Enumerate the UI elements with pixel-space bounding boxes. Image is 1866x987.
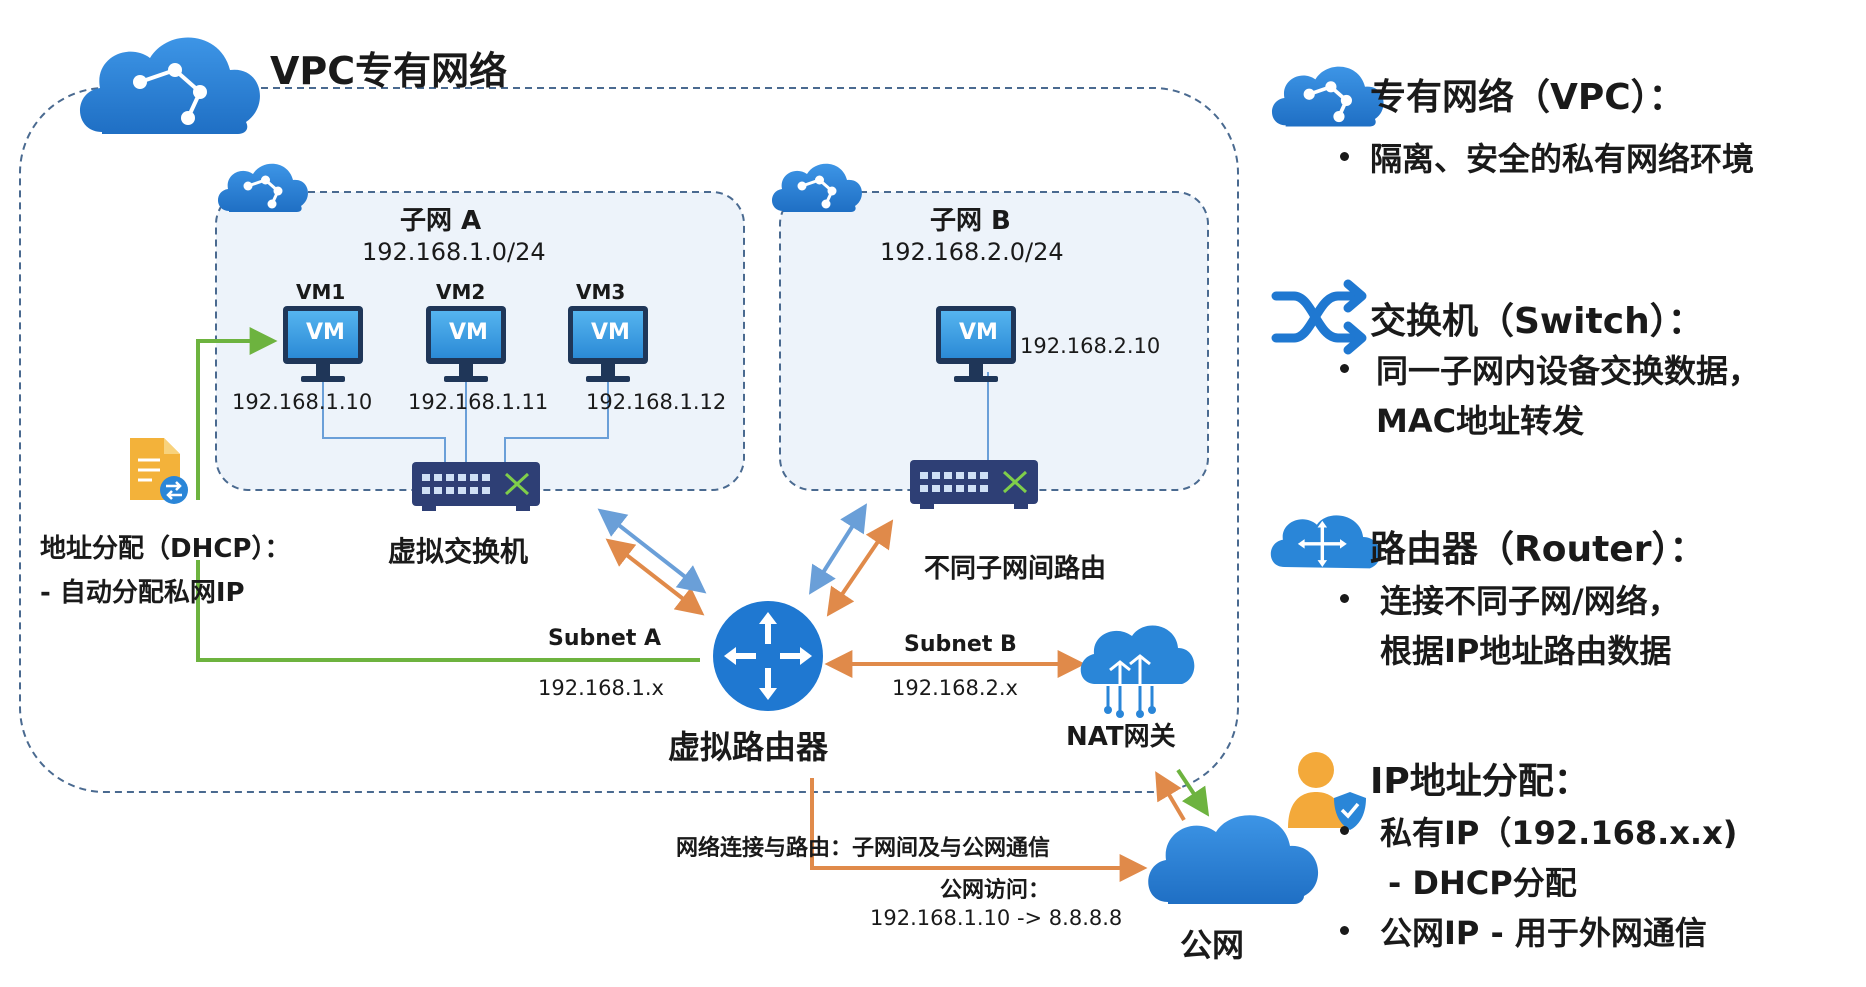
router-label: 虚拟路由器	[668, 728, 829, 766]
bullet	[1340, 364, 1349, 373]
legend-ip-public: 公网IP - 用于外网通信	[1380, 914, 1707, 952]
subnet-a-wiring	[322, 372, 609, 462]
link-a-ip: 192.168.1.x	[538, 676, 664, 700]
dhcp-document-icon	[130, 438, 188, 504]
vm-b-ip: 192.168.2.10	[1020, 334, 1161, 358]
vm3-ip: 192.168.1.12	[586, 390, 727, 414]
vm1-screen-label: VM	[306, 320, 345, 345]
subnet-a-cidr: 192.168.1.0/24	[362, 238, 546, 266]
nat-gateway-icon	[1080, 625, 1195, 718]
cloud-network-icon	[217, 163, 308, 212]
nat-internet-in	[1155, 771, 1186, 822]
legend-router-line2: 根据IP地址路由数据	[1380, 632, 1672, 670]
subnet-b-name: 子网 B	[930, 206, 1011, 236]
user-shield-icon	[1288, 752, 1366, 830]
cloud-icon	[1148, 815, 1319, 904]
router-internet-link	[810, 778, 1148, 882]
internet-label: 公网	[1180, 926, 1245, 964]
vm-monitor-icon	[283, 306, 363, 382]
bullet	[1340, 594, 1349, 603]
public-access-example: 192.168.1.10 -> 8.8.8.8	[870, 906, 1123, 930]
vpc-title: VPC专有网络	[270, 49, 508, 93]
shuffle-icon	[1271, 279, 1367, 355]
vm2-name: VM2	[436, 280, 486, 304]
legend-vpc-item: 隔离、安全的私有网络环境	[1370, 140, 1755, 178]
link-a-name: Subnet A	[548, 626, 662, 651]
vm2-screen-label: VM	[449, 320, 488, 345]
cloud-network-icon	[79, 37, 260, 135]
switch-icon	[910, 460, 1038, 509]
legend-vpc-title: 专有网络（VPC）：	[1370, 77, 1685, 118]
public-access-title: 公网访问：	[940, 878, 1051, 903]
vm2-ip: 192.168.1.11	[408, 390, 549, 414]
vm3-screen-label: VM	[591, 320, 630, 345]
vm1-name: VM1	[296, 280, 346, 304]
dhcp-link	[196, 327, 700, 662]
cloud-network-icon	[771, 163, 862, 212]
legend-router-title: 路由器（Router）：	[1370, 529, 1706, 570]
dhcp-desc: - 自动分配私网IP	[40, 578, 245, 608]
link-b-ip: 192.168.2.x	[892, 676, 1018, 700]
cloud-network-icon	[1271, 66, 1384, 127]
vm3-name: VM3	[576, 280, 626, 304]
bullet	[1340, 152, 1349, 161]
dhcp-title: 地址分配（DHCP）：	[40, 534, 291, 564]
switch-label: 虚拟交换机	[388, 535, 529, 568]
subnet-b-cidr: 192.168.2.0/24	[880, 238, 1064, 266]
routing-note: 网络连接与路由：子网间及与公网通信	[676, 836, 1051, 861]
legend-switch-line2: MAC地址转发	[1376, 402, 1585, 440]
nat-internet-out	[1176, 768, 1210, 817]
vm-monitor-icon	[426, 306, 506, 382]
switch-icon	[412, 462, 540, 511]
link-b-name: Subnet B	[904, 632, 1017, 657]
switch-router-links	[597, 503, 894, 617]
nat-label: NAT网关	[1066, 722, 1176, 752]
vm-monitor-icon	[936, 306, 1016, 382]
legend-ip-private: 私有IP（192.168.x.x)	[1380, 814, 1738, 852]
router-icon	[1270, 515, 1381, 569]
legend-switch-line1: 同一子网内设备交换数据，	[1376, 352, 1761, 390]
legend-switch-title: 交换机（Switch）：	[1370, 301, 1704, 342]
vm1-ip: 192.168.1.10	[232, 390, 373, 414]
subnet-a-name: 子网 A	[400, 206, 482, 236]
vm-b-screen-label: VM	[959, 320, 998, 345]
legend-router-line1: 连接不同子网/网络，	[1380, 582, 1680, 620]
router-icon	[713, 601, 823, 711]
bullet	[1340, 926, 1349, 935]
inter-subnet-label: 不同子网间路由	[924, 554, 1107, 584]
bullet	[1340, 826, 1349, 835]
vm-monitor-icon	[568, 306, 648, 382]
legend-ip-title: IP地址分配：	[1370, 761, 1590, 802]
legend-ip-private-dhcp: - DHCP分配	[1388, 864, 1577, 902]
